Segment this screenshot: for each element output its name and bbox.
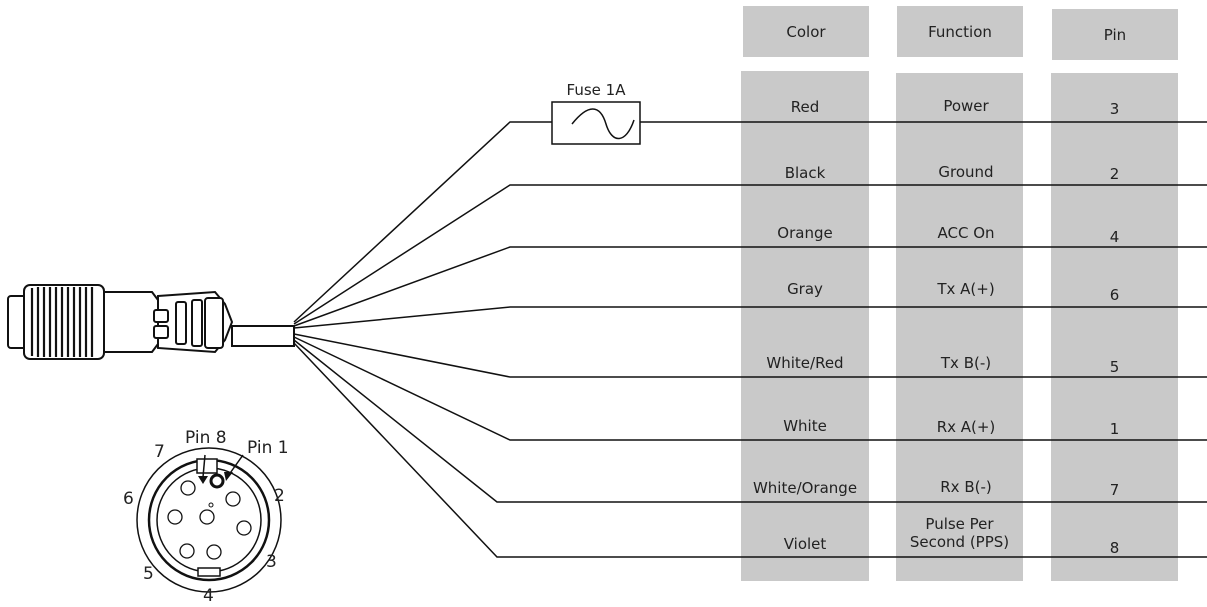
wire-color-cell: Gray <box>787 280 823 298</box>
fuse-icon <box>551 101 641 145</box>
pin-number-4: 4 <box>203 586 214 606</box>
wire-pin-cell: 3 <box>1109 100 1120 118</box>
wire-function-cell: Pulse Per Second (PPS) <box>909 515 1010 551</box>
fuse-label: Fuse 1A <box>567 81 627 99</box>
wire-8 <box>293 342 1207 558</box>
wire-pin-cell: 1 <box>1109 420 1120 438</box>
pin1-label: Pin 1 <box>247 438 289 458</box>
wire-7 <box>293 339 1207 503</box>
header-function: Function <box>897 6 1023 57</box>
wire-color-cell: Red <box>790 98 820 116</box>
wire-function-cell: Ground <box>938 163 994 181</box>
wire-function-cell: Rx B(-) <box>940 478 992 496</box>
wire-pin-cell: 4 <box>1109 228 1120 246</box>
wire-function-cell: Tx A(+) <box>937 280 995 298</box>
pin-number-6: 6 <box>123 489 134 509</box>
wire-function-cell: Power <box>943 97 989 115</box>
header-pin: Pin <box>1052 9 1178 60</box>
wire-4 <box>293 306 1207 329</box>
wire-color-cell: White/Orange <box>752 479 858 497</box>
wire-1 <box>293 121 1207 323</box>
wire-function-cell: Rx A(+) <box>936 418 996 436</box>
connector-icon <box>7 284 295 360</box>
column-pin <box>1051 73 1178 581</box>
wire-color-cell: Orange <box>777 224 833 242</box>
wire-pin-cell: 5 <box>1109 358 1120 376</box>
wire-color-cell: Black <box>784 164 826 182</box>
wire-pin-cell: 8 <box>1109 539 1120 557</box>
wire-color-cell: White <box>783 417 827 435</box>
pin-number-7: 7 <box>154 442 165 462</box>
pin-number-3: 3 <box>266 552 277 572</box>
column-function <box>896 73 1023 581</box>
pin-number-2: 2 <box>274 486 285 506</box>
wire-pin-cell: 6 <box>1109 286 1120 304</box>
pin-number-5: 5 <box>143 564 154 584</box>
wire-function-cell: Tx B(-) <box>940 354 992 372</box>
column-color <box>741 71 869 581</box>
wire-2 <box>293 184 1207 325</box>
pinout-icon <box>136 447 282 593</box>
wire-color-cell: White/Red <box>766 354 844 372</box>
wire-pin-cell: 2 <box>1109 165 1120 183</box>
wire-5 <box>293 333 1207 378</box>
wire-color-cell: Violet <box>783 535 827 553</box>
pin8-label: Pin 8 <box>185 428 227 448</box>
wire-function-cell: ACC On <box>937 224 995 242</box>
header-color: Color <box>743 6 869 57</box>
wire-3 <box>293 246 1207 327</box>
wire-pin-cell: 7 <box>1109 481 1120 499</box>
wire-6 <box>293 336 1207 441</box>
